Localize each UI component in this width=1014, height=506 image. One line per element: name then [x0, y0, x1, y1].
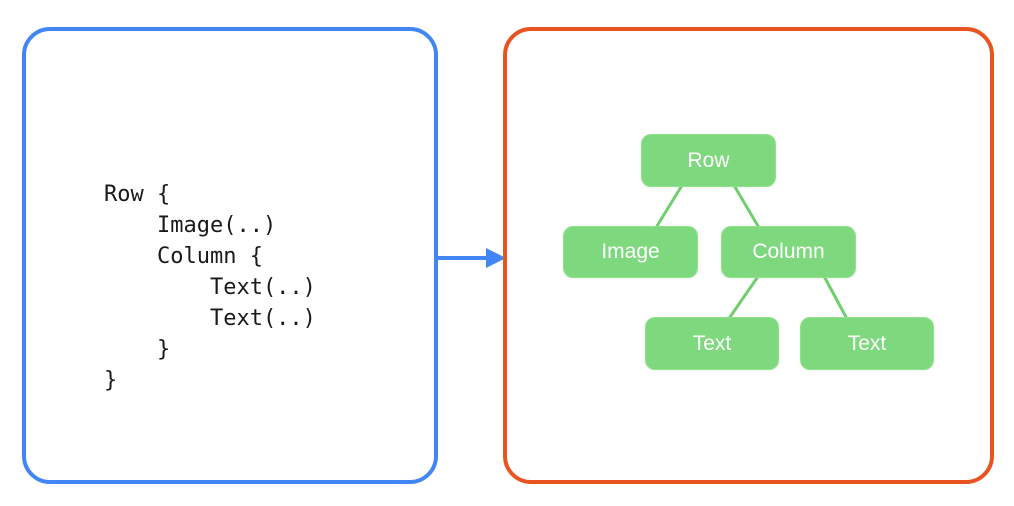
- arrow-head: [486, 248, 506, 268]
- edge-column-text1: [728, 276, 759, 319]
- tree-node-column[interactable]: Column: [721, 226, 856, 278]
- edge-row-image: [655, 185, 683, 228]
- tree-node-text-2[interactable]: Text: [800, 317, 934, 370]
- edge-column-text2: [823, 276, 848, 319]
- tree-node-text-1[interactable]: Text: [645, 317, 779, 370]
- tree-node-image[interactable]: Image: [563, 226, 698, 278]
- edge-row-column: [733, 185, 760, 228]
- tree-edges: [655, 185, 848, 319]
- composable-code-snippet: Row { Image(..) Column { Text(..) Text(.…: [104, 182, 316, 393]
- code-panel: Row { Image(..) Column { Text(..) Text(.…: [22, 27, 438, 484]
- transform-arrow: [436, 248, 506, 268]
- tree-node-row[interactable]: Row: [641, 134, 776, 187]
